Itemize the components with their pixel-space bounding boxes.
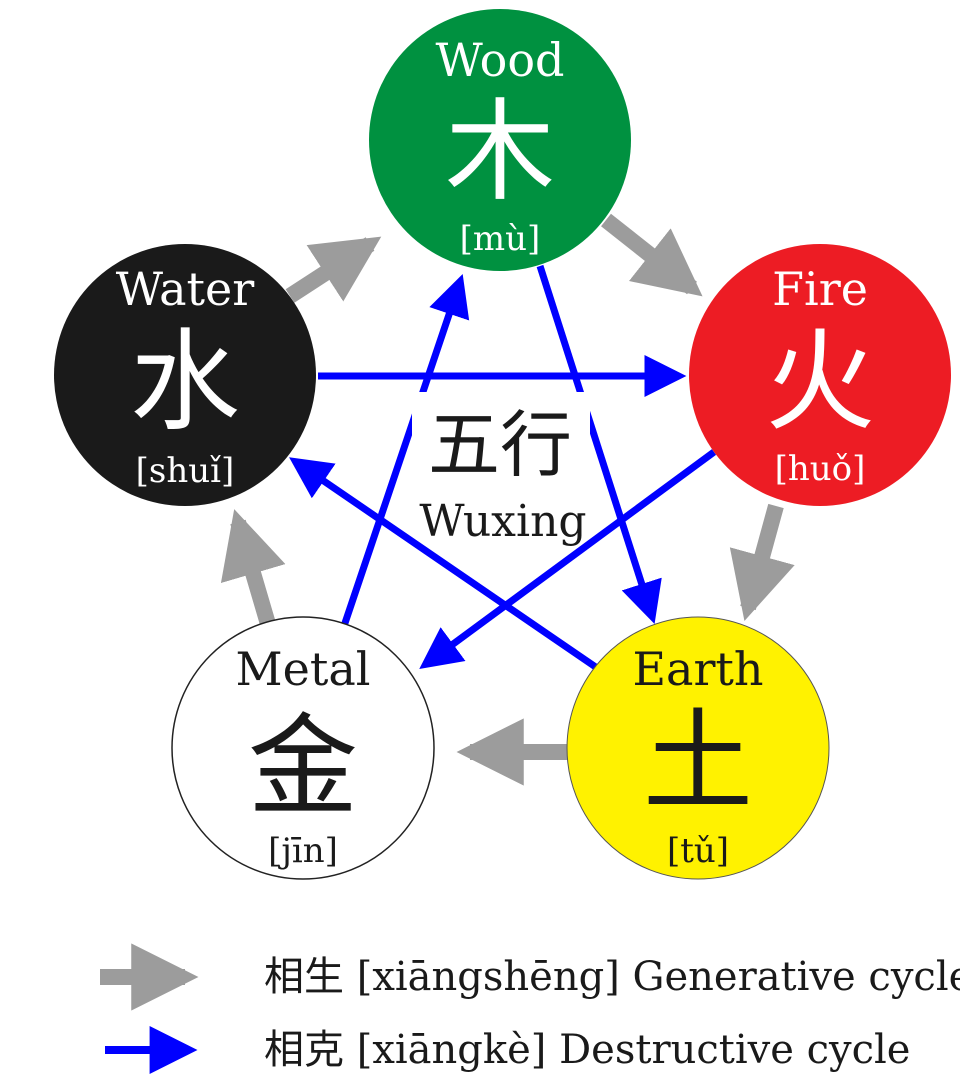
arrow-wood-to-earth xyxy=(536,264,662,625)
metal-name: Metal xyxy=(236,642,371,696)
wood-pinyin: [mù] xyxy=(460,219,541,259)
arrow-metal-to-water xyxy=(220,509,286,627)
element-water: Water 水 [shuǐ] xyxy=(54,244,316,506)
element-fire: Fire 火 [huǒ] xyxy=(689,244,951,506)
center-name-backdrop xyxy=(428,494,578,546)
metal-circle xyxy=(171,616,435,880)
arrow-water-to-wood xyxy=(285,236,382,303)
element-earth: Earth 土 [tǔ] xyxy=(566,616,830,880)
metal-pinyin: [jīn] xyxy=(268,831,338,871)
center-hanzi: 五行 xyxy=(428,403,572,487)
fire-hanzi: 火 xyxy=(765,318,875,446)
legend: 相生 [xiāngshēng] Generative cycle 相克 [xiā… xyxy=(100,943,960,1074)
element-wood: Wood 木 [mù] xyxy=(369,9,631,271)
earth-pinyin: [tǔ] xyxy=(667,831,729,871)
water-name: Water xyxy=(116,262,254,316)
legend-generative-label: 相生 [xiāngshēng] Generative cycle xyxy=(264,954,960,1000)
generative-arrows xyxy=(220,213,795,786)
element-metal: Metal 金 [jīn] xyxy=(171,616,435,880)
arrow-metal-to-wood xyxy=(340,274,470,628)
wood-circle xyxy=(369,9,631,271)
earth-circle xyxy=(566,616,830,880)
earth-hanzi: 土 xyxy=(643,698,753,826)
wood-name: Wood xyxy=(436,33,565,87)
center-name: Wuxing xyxy=(419,496,586,547)
legend-destructive-label: 相克 [xiāngkè] Destructive cycle xyxy=(264,1027,910,1073)
metal-hanzi: 金 xyxy=(248,703,358,831)
arrow-fire-to-earth xyxy=(729,503,795,621)
arrow-wood-to-fire xyxy=(601,213,703,297)
water-hanzi: 水 xyxy=(130,318,240,446)
water-pinyin: [shuǐ] xyxy=(136,451,235,491)
earth-name: Earth xyxy=(632,642,763,696)
fire-circle xyxy=(689,244,951,506)
fire-name: Fire xyxy=(772,262,868,316)
center-label: 五行 Wuxing xyxy=(412,392,590,547)
destructive-arrows xyxy=(289,264,717,673)
wood-hanzi: 木 xyxy=(445,88,555,216)
arrow-fire-to-metal xyxy=(419,449,717,669)
arrow-earth-to-water xyxy=(289,457,602,673)
center-hanzi-backdrop xyxy=(412,392,590,480)
fire-pinyin: [huǒ] xyxy=(775,449,866,489)
water-circle xyxy=(54,244,316,506)
